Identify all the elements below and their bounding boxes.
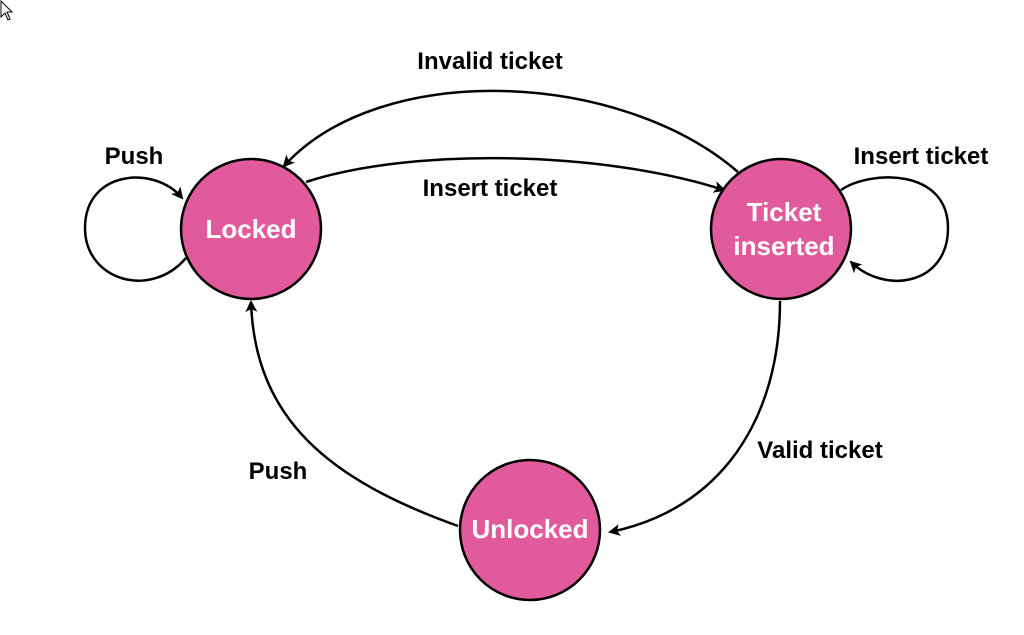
edge-locked-self-loop [83, 176, 187, 282]
node-unlocked-circle [458, 458, 602, 602]
node-ticket-inserted-label-line2: inserted [733, 231, 834, 261]
node-locked-label: Locked [205, 214, 296, 244]
node-unlocked-label: Unlocked [471, 514, 588, 544]
edge-ticket-inserted-to-unlocked [608, 300, 782, 536]
node-unlocked[interactable]: Unlocked [458, 458, 602, 602]
node-ticket-inserted-label-line1: Ticket [747, 197, 822, 227]
edge-label-ticket-to-locked: Invalid ticket [417, 48, 562, 75]
edge-label-ticket-to-unlocked: Valid ticket [757, 437, 882, 464]
node-ticket-inserted[interactable]: Ticket inserted [709, 157, 853, 301]
edge-ticket-inserted-self-loop [840, 176, 950, 283]
edge-label-unlocked-to-locked: Push [249, 458, 308, 485]
node-locked[interactable]: Locked [179, 157, 323, 301]
node-locked-circle [179, 157, 323, 301]
node-ticket-inserted-circle [709, 157, 853, 301]
edge-label-ticket-self: Insert ticket [854, 143, 989, 170]
edge-label-locked-self: Push [105, 143, 164, 170]
mouse-pointer-icon [0, 0, 14, 21]
edge-ticket-inserted-to-locked [282, 89, 739, 173]
edge-locked-to-ticket-inserted [305, 156, 726, 193]
edge-label-locked-to-ticket: Insert ticket [423, 175, 558, 202]
edge-unlocked-to-locked [245, 300, 459, 528]
